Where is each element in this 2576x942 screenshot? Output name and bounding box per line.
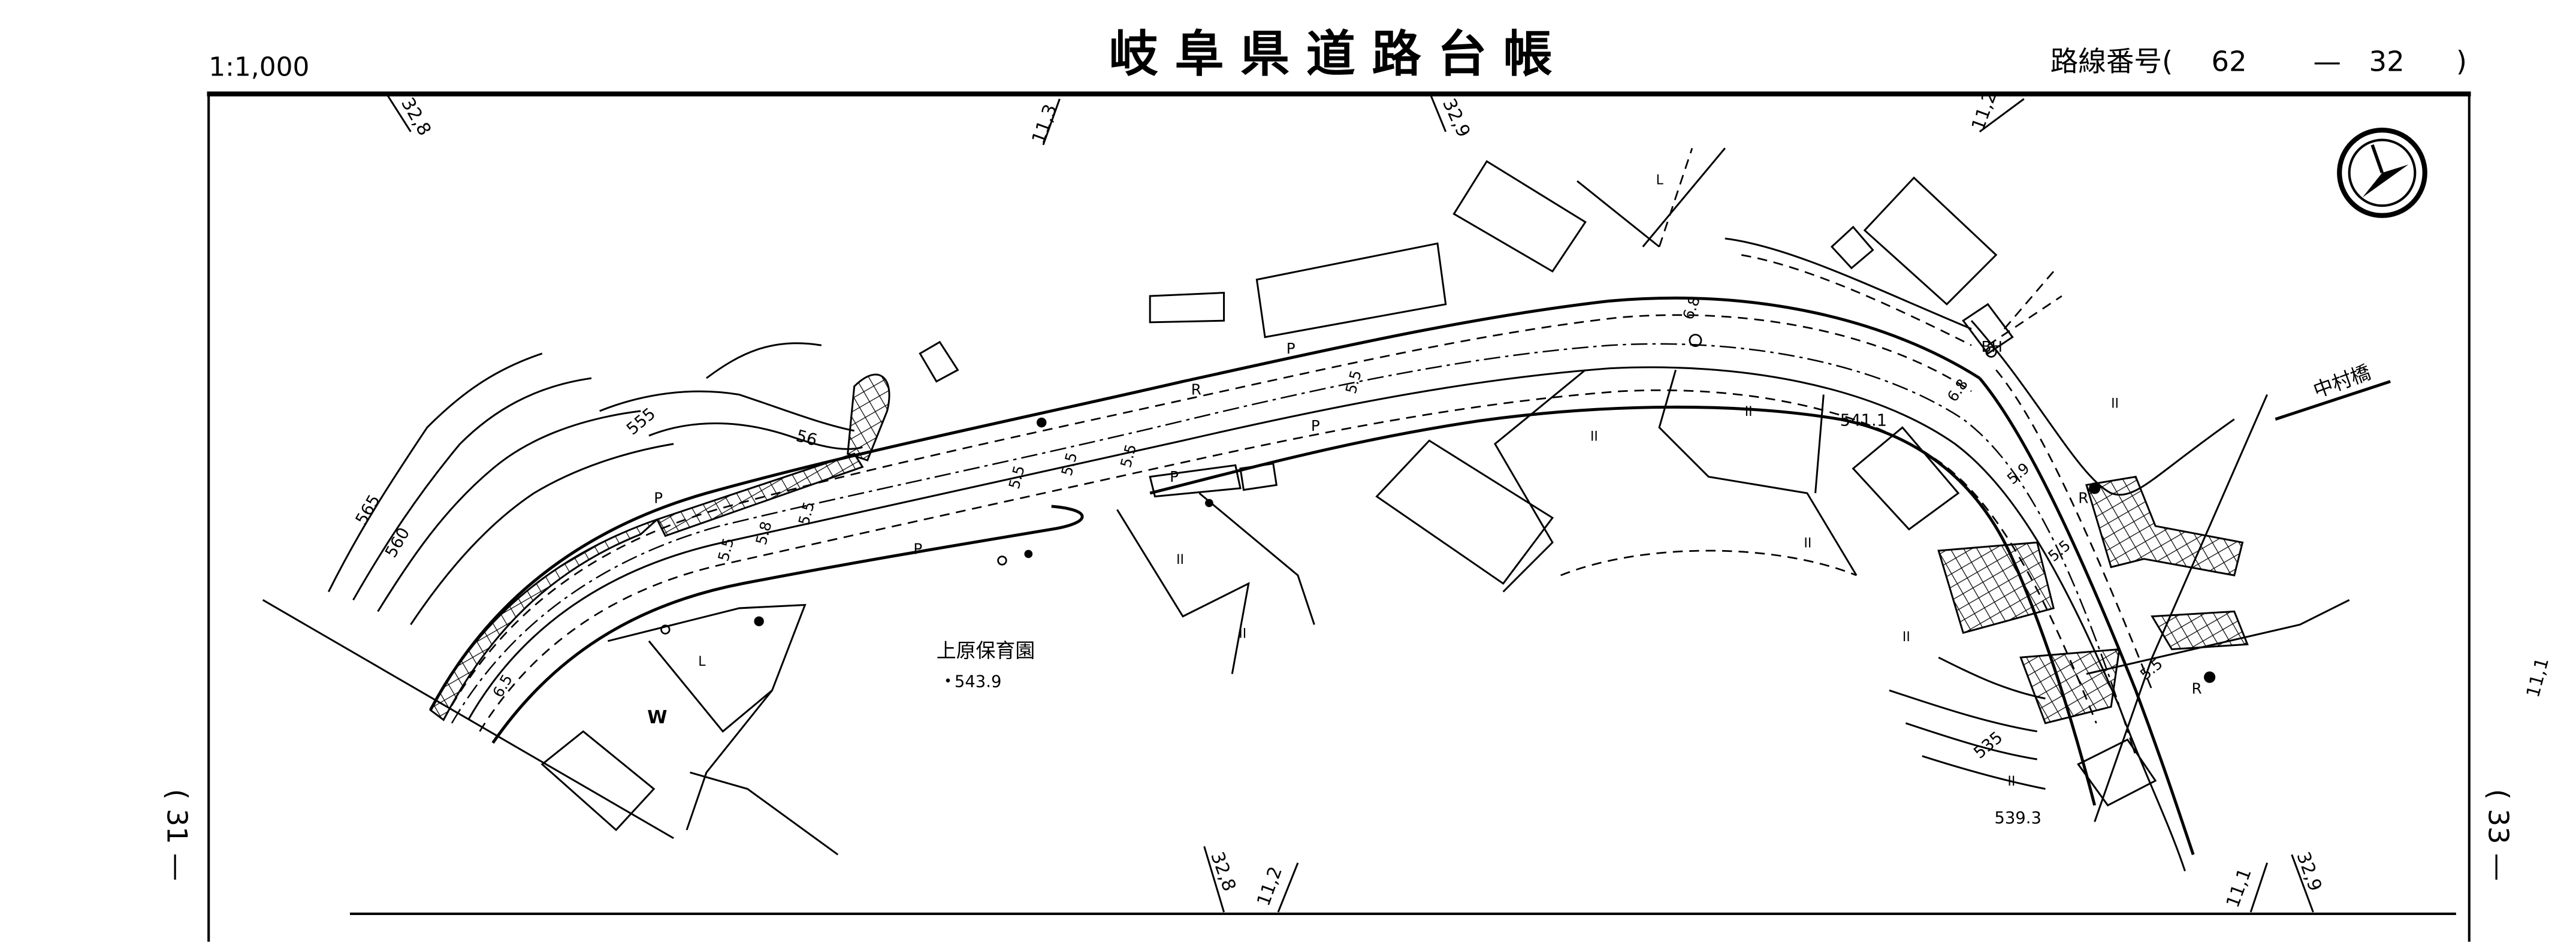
road-width-label: 6.8 [1944,376,1971,405]
contour-label: 560 [382,524,413,561]
road-width-label: 5.5 [2137,655,2166,683]
field-mark: II [2007,774,2015,789]
grid-label-top: 32,9 [1438,95,1474,141]
route-number-minor: 32 [2369,45,2405,77]
road-width-label: 5.5 [714,536,737,563]
parcel-lines [262,147,2350,856]
main-road [429,237,2235,872]
road-mark-r: R [2191,680,2201,698]
route-number-sep: — [2313,45,2341,77]
road-mark-r: R [1191,381,1201,398]
elevation-539: 539.3 [1994,809,2041,828]
field-mark: II [2111,396,2119,411]
retaining-walls [429,373,2249,724]
grid-label-bottom: 32,8 [1206,849,1240,894]
bridge-leader [2275,380,2391,421]
road-width-label: 5.5 [1058,451,1080,478]
road-mark-p: P [1311,417,1320,434]
nursery-label: 上原保育園 [937,639,1035,662]
w-label: W [647,707,667,728]
contour-label: 535 [1970,728,2006,762]
route-number-label: 路線番号( [2050,45,2173,77]
road-mark-p: P [1287,340,1295,357]
north-arrow-icon [2337,127,2427,218]
road-width-label: 6.5 [489,671,516,700]
utility-pole-icons [660,334,2216,683]
contour-label: 565 [352,492,384,529]
elevation-541: 541.1 [1840,412,1887,430]
field-mark: II [1804,536,1811,551]
field-mark: L [698,654,706,669]
road-width-label: 5.5 [1117,442,1140,469]
road-mark-p: P [913,540,922,557]
grid-label-right: 11,1 [2523,656,2553,700]
field-mark: II [1239,626,1246,641]
road-mark-r: R [2078,489,2088,506]
grid-label-bottom: 32,9 [2292,849,2326,894]
field-marks: II II II II II II II II L L [698,173,2119,789]
contour-label: 56 [794,427,819,450]
route-number-close: ) [2456,45,2467,77]
field-mark: II [1902,630,1910,645]
route-number-major: 62 [2211,45,2246,77]
grid-label-bottom: 11,1 [2222,865,2256,910]
contour-labels: 565 560 555 56 535 [352,404,2006,762]
field-mark: L [1656,173,1664,188]
road-width-label: 5.5 [1005,464,1028,491]
road-mark-p: P [654,489,663,506]
scale-label: 1:1,000 [209,52,309,83]
road-width-label: 5.5 [1342,369,1365,395]
road-width-label: 5.8 [752,520,775,547]
road-marks: R R R P P P P P [654,340,2201,698]
road-width-label: 5.9 [2004,459,2033,487]
route-number: 路線番号( 62 — 32 ) [2050,45,2467,77]
road-mark-p: P [1170,468,1179,485]
field-mark: II [1590,429,1598,444]
prev-sheet-ref[interactable]: ( 31 — [161,789,194,881]
field-mark: II [1745,404,1753,419]
nursery-elevation: 543.9 [955,673,1001,692]
grid-label-top: 11,3 [1028,101,1062,146]
contour-lines [327,342,2046,790]
next-sheet-ref[interactable]: ( 33 — [2483,789,2515,881]
field-mark: II [1176,552,1184,567]
sheet-title: 岐阜県道路台帳 [1109,26,1569,83]
buildings [540,160,2157,832]
grid-label-top: 32,8 [397,94,435,140]
